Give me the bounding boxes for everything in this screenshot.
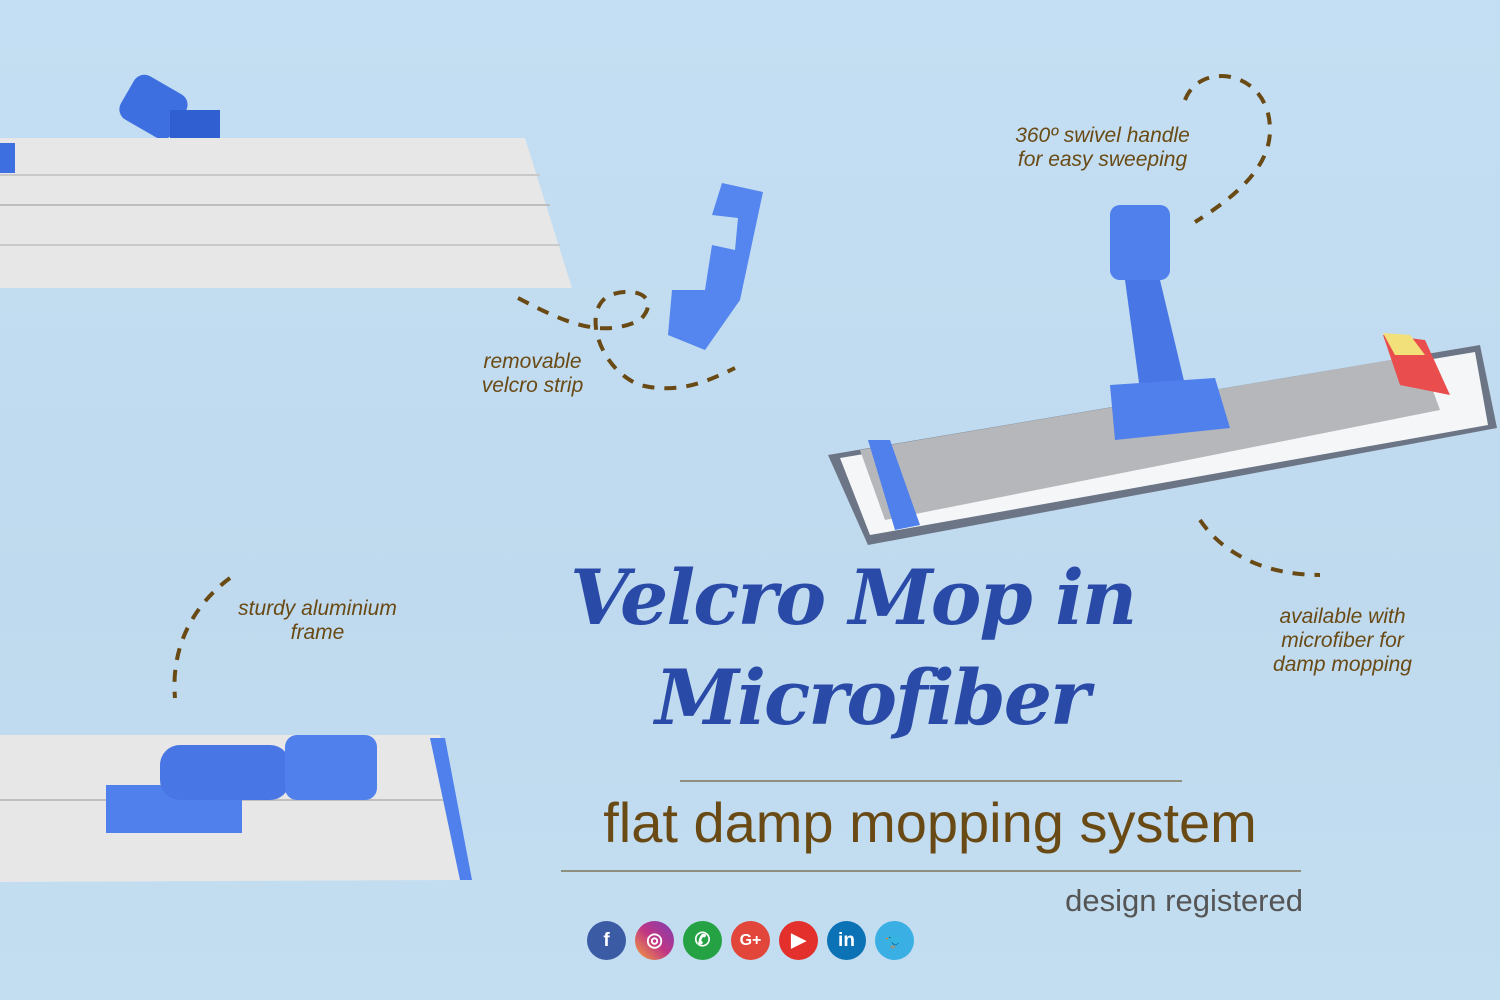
facebook-icon[interactable]: f — [587, 921, 626, 960]
aluminium-frame-bottom-image — [0, 735, 472, 882]
twitter-icon[interactable]: 🐦 — [875, 921, 914, 960]
google-plus-icon[interactable]: G+ — [731, 921, 770, 960]
note-line: removable — [483, 350, 582, 373]
velcro-strip-note: removable velcro strip — [460, 350, 605, 398]
social-icons: f ◎ ✆ G+ ▶ in 🐦 — [587, 921, 914, 960]
note-line: damp mopping — [1273, 653, 1412, 676]
note-line: for easy sweeping — [1017, 148, 1188, 171]
velcro-mop-image — [828, 205, 1497, 545]
note-line: available with — [1279, 605, 1406, 628]
note-line: 360º swivel handle — [1015, 124, 1190, 147]
divider-bottom — [561, 870, 1301, 872]
note-line: sturdy aluminium — [238, 597, 397, 620]
microfiber-note: available with microfiber for damp moppi… — [1255, 605, 1430, 677]
title-line-2: Microfiber — [655, 653, 1090, 742]
dashed-leaders — [172, 74, 1321, 699]
aluminium-frame-top-image — [0, 74, 572, 288]
note-line: velcro strip — [481, 374, 584, 397]
velcro-end-piece-image — [668, 183, 763, 350]
note-line: microfiber for — [1281, 629, 1404, 652]
note-line: frame — [290, 621, 345, 644]
title-line-1: Velcro Mop in — [570, 553, 1137, 642]
whatsapp-icon[interactable]: ✆ — [683, 921, 722, 960]
design-registered-label: design registered — [1065, 883, 1303, 918]
linkedin-icon[interactable]: in — [827, 921, 866, 960]
divider-top — [680, 780, 1182, 782]
aluminium-frame-note: sturdy aluminium frame — [225, 597, 410, 645]
youtube-icon[interactable]: ▶ — [779, 921, 818, 960]
instagram-icon[interactable]: ◎ — [635, 921, 674, 960]
subtitle: flat damp mopping system — [603, 791, 1257, 854]
swivel-handle-note: 360º swivel handle for easy sweeping — [1005, 124, 1200, 172]
